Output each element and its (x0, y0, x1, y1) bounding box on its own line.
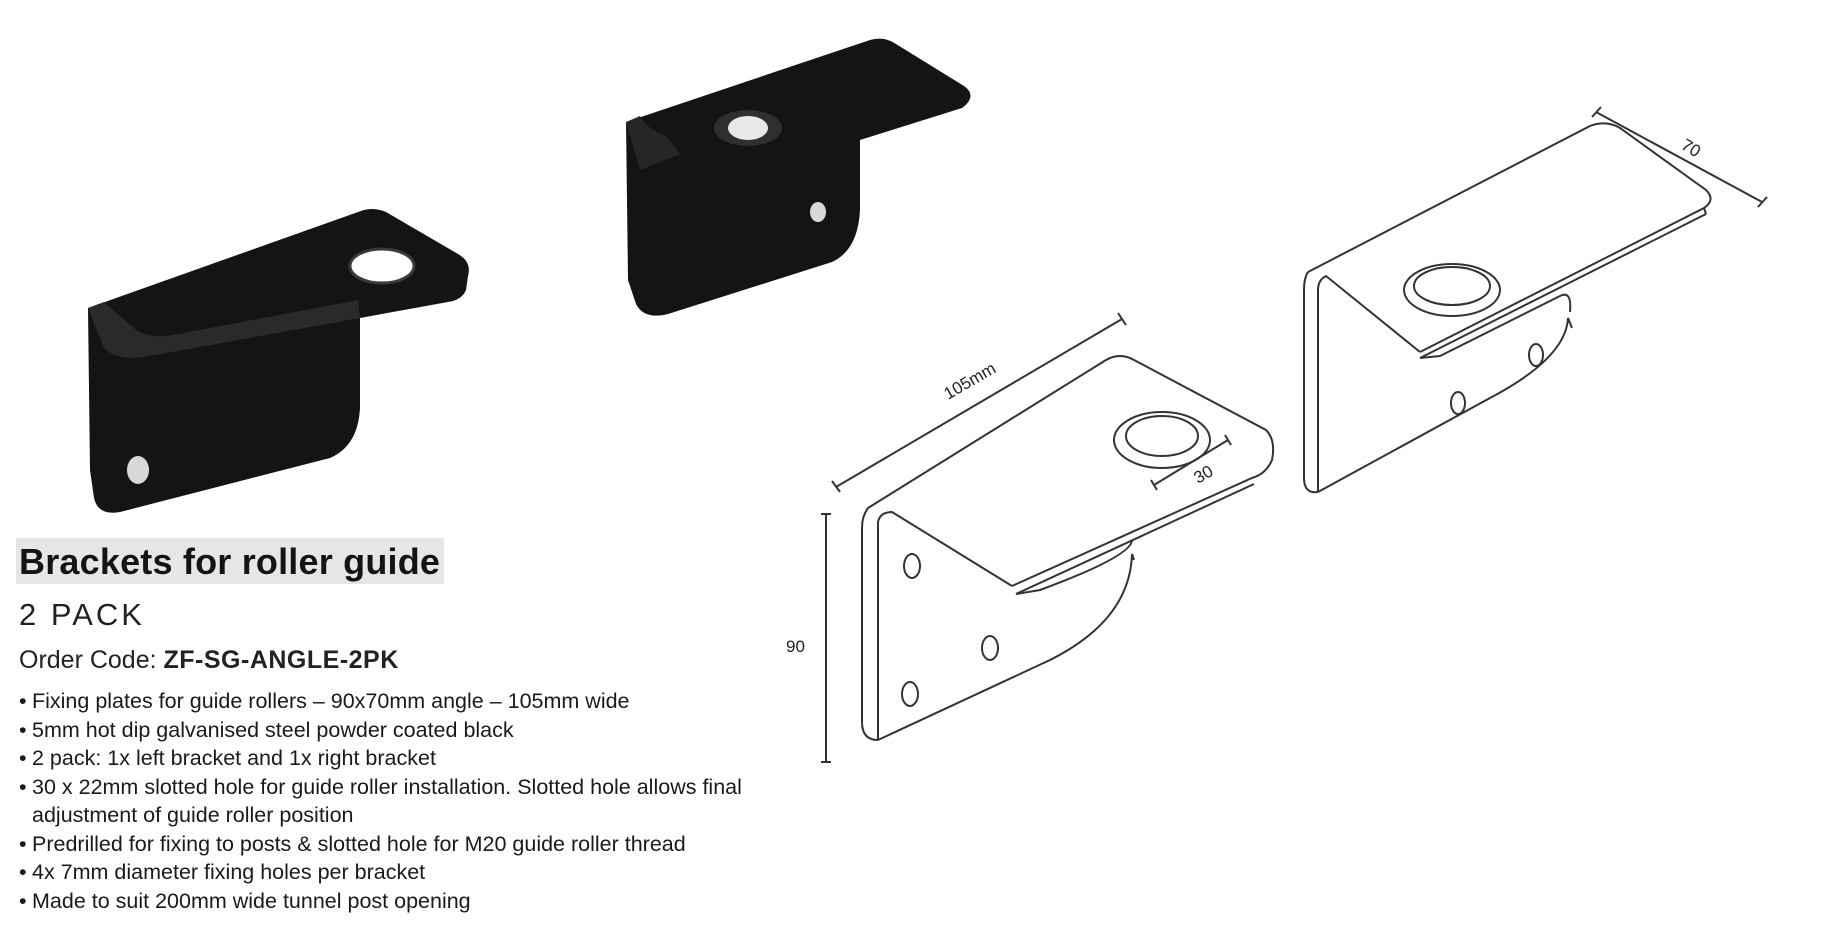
feature-item: 4x 7mm diameter fixing holes per bracket (19, 858, 806, 887)
order-code-value: ZF-SG-ANGLE-2PK (163, 646, 399, 674)
outline-bracket-left: 105mm 30 90 (786, 312, 1275, 763)
order-code-line: Order Code: ZF-SG-ANGLE-2PK (19, 643, 806, 677)
feature-item: Fixing plates for guide rollers – 90x70m… (19, 687, 806, 716)
outline-bracket-right: 70 (1303, 106, 1768, 494)
dim-depth-label: 70 (1678, 135, 1704, 161)
order-code-label: Order Code: (19, 646, 157, 674)
product-title: Brackets for roller guide (16, 538, 445, 584)
black-bracket-photo-right (626, 38, 971, 316)
feature-item: 5mm hot dip galvanised steel powder coat… (19, 716, 806, 745)
feature-item: Predrilled for fixing to posts & slotted… (19, 830, 806, 859)
product-info: Brackets for roller guide 2 PACK Order C… (16, 538, 806, 915)
dim-height-label: 90 (786, 637, 805, 656)
black-bracket-photo-left (88, 209, 469, 513)
feature-item: Made to suit 200mm wide tunnel post open… (19, 887, 806, 916)
pack-size: 2 PACK (19, 597, 145, 632)
feature-item: 2 pack: 1x left bracket and 1x right bra… (19, 744, 806, 773)
dim-slot-label: 30 (1191, 462, 1217, 488)
feature-item: 30 x 22mm slotted hole for guide roller … (19, 773, 806, 830)
feature-list: Fixing plates for guide rollers – 90x70m… (19, 687, 806, 915)
